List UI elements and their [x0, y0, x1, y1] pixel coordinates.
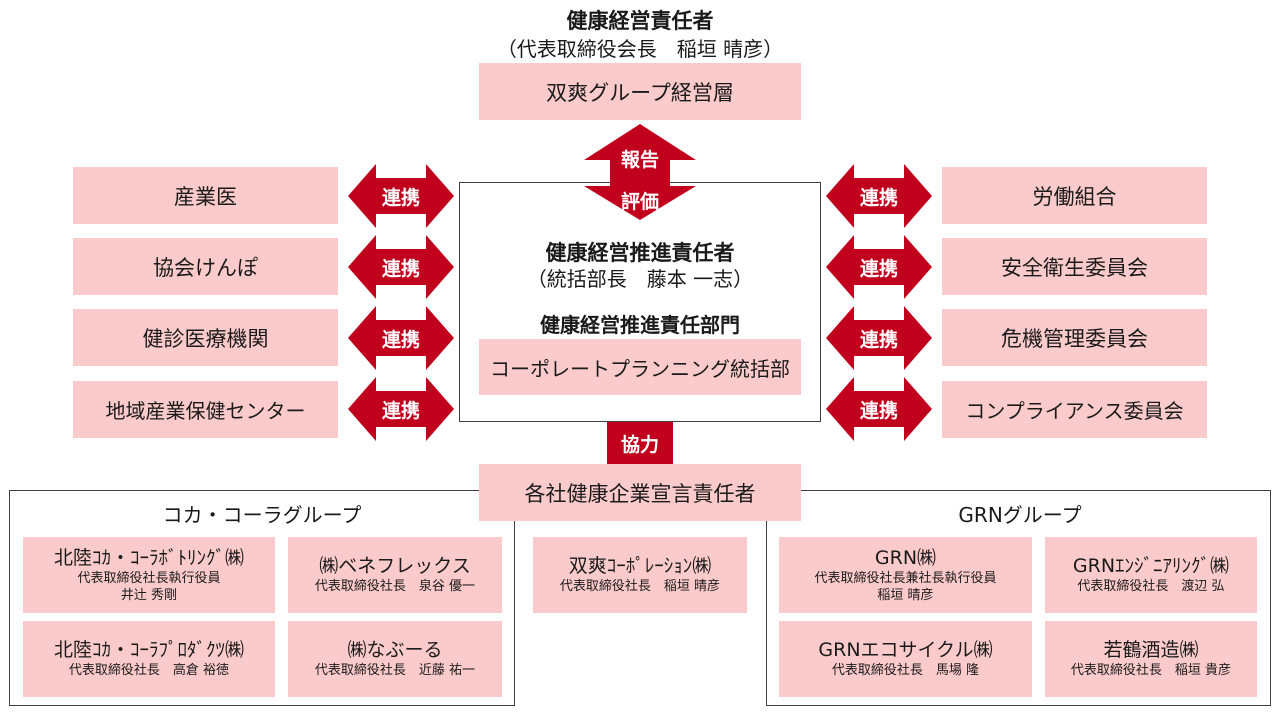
report-label: 報告: [620, 148, 659, 171]
company-card-beneflex: ㈱ベネフレックス 代表取締役社長 泉谷 優一: [288, 537, 502, 613]
company-name: 北陸ｺｶ・ｺｰﾗﾌﾟﾛﾀﾞｸﾂ㈱: [53, 639, 244, 661]
link-arrow-left-3: [348, 306, 454, 370]
link-label-right-2: 連携: [859, 257, 898, 280]
partner-right-1: 労働組合: [942, 167, 1207, 224]
top-title: 健康経営責任者: [566, 9, 714, 33]
link-label-left-4: 連携: [381, 399, 420, 422]
company-person: 稲垣 晴彦: [877, 587, 934, 603]
partner-right-3: 危機管理委員会: [942, 309, 1207, 366]
company-role: 代表取締役社長 馬場 隆: [831, 663, 980, 678]
company-card-hokuriku-products: 北陸ｺｶ・ｺｰﾗﾌﾟﾛﾀﾞｸﾂ㈱ 代表取締役社長 高倉 裕徳: [23, 621, 275, 697]
company-name: 北陸ｺｶ・ｺｰﾗﾎﾞﾄﾘﾝｸﾞ㈱: [53, 546, 244, 569]
link-arrow-left-2: [348, 235, 454, 299]
link-label-left-1: 連携: [381, 186, 420, 209]
grn-group-title: GRNグループ: [958, 502, 1082, 527]
company-card-grn: GRN㈱ 代表取締役社長兼社長執行役員 稲垣 晴彦: [779, 537, 1032, 613]
link-label-left-3: 連携: [381, 328, 420, 351]
company-role: 代表取締役社長 渡辺 弘: [1077, 579, 1225, 594]
partner-left-1: 産業医: [73, 167, 338, 224]
company-name: GRN㈱: [874, 546, 937, 569]
link-arrow-right-2: [826, 235, 932, 299]
center-subtitle: （統括部長 藤本 一志）: [526, 266, 754, 291]
link-label-right-1: 連携: [859, 186, 898, 209]
link-label-right-4: 連携: [859, 399, 898, 422]
link-label-right-3: 連携: [859, 328, 898, 351]
top-subtitle: （代表取締役会長 稲垣 晴彦）: [496, 36, 784, 61]
company-card-hokuriku-bottling: 北陸ｺｶ・ｺｰﾗﾎﾞﾄﾘﾝｸﾞ㈱ 代表取締役社長執行役員 井辻 秀剛: [23, 537, 275, 613]
group-management-box: 双爽グループ経営層: [479, 63, 801, 120]
company-name: 双爽ｺｰﾎﾟﾚｰｼｮﾝ㈱: [568, 555, 712, 577]
link-arrow-left-1: [348, 164, 454, 228]
center-title: 健康経営推進責任者: [545, 241, 735, 265]
company-role: 代表取締役社長 稲垣 貴彦: [1070, 663, 1232, 678]
cooperation-label: 協力: [620, 433, 659, 456]
company-name: GRNｴﾝｼﾞﾆｱﾘﾝｸﾞ㈱: [1072, 555, 1230, 577]
company-card-souso-corporation: 双爽ｺｰﾎﾟﾚｰｼｮﾝ㈱ 代表取締役社長 稲垣 晴彦: [533, 537, 747, 613]
partner-left-4: 地域産業保健センター: [73, 381, 338, 438]
coca-group-title: コカ・コーラグループ: [162, 502, 362, 527]
partner-left-2: 協会けんぽ: [73, 238, 338, 295]
partner-left-3: 健診医療機関: [73, 309, 338, 366]
company-role: 代表取締役社長 近藤 祐一: [314, 663, 476, 678]
company-person: 井辻 秀剛: [120, 587, 178, 603]
link-arrow-right-1: [826, 164, 932, 228]
partner-right-4: コンプライアンス委員会: [942, 381, 1207, 438]
evaluate-label: 評価: [620, 190, 659, 213]
report-evaluate-arrow: [584, 124, 696, 220]
company-name: ㈱ベネフレックス: [319, 555, 471, 577]
link-arrow-left-4: [348, 377, 454, 441]
company-name: 若鶴酒造㈱: [1103, 639, 1199, 661]
declaration-box: 各社健康企業宣言責任者: [479, 464, 801, 521]
partner-right-2: 安全衛生委員会: [942, 238, 1207, 295]
company-role: 代表取締役社長兼社長執行役員: [814, 570, 997, 586]
company-role: 代表取締役社長 泉谷 優一: [314, 579, 476, 594]
company-role: 代表取締役社長執行役員: [77, 570, 221, 586]
company-role: 代表取締役社長 高倉 裕徳: [68, 663, 230, 678]
company-role: 代表取締役社長 稲垣 晴彦: [559, 579, 721, 594]
link-arrow-right-3: [826, 306, 932, 370]
dept-title: 健康経営推進責任部門: [540, 312, 740, 337]
cooperation-badge: 協力: [607, 422, 673, 464]
company-card-nabuuru: ㈱なぶーる 代表取締役社長 近藤 祐一: [288, 621, 502, 697]
company-card-wakatsuru-shuzo: 若鶴酒造㈱ 代表取締役社長 稲垣 貴彦: [1045, 621, 1257, 697]
dept-box: コーポレートプランニング統括部: [479, 339, 801, 395]
company-card-grn-ecocycle: GRNエコサイクル㈱ 代表取締役社長 馬場 隆: [779, 621, 1032, 697]
company-name: ㈱なぶーる: [347, 639, 443, 661]
link-arrow-right-4: [826, 377, 932, 441]
company-card-grn-engineering: GRNｴﾝｼﾞﾆｱﾘﾝｸﾞ㈱ 代表取締役社長 渡辺 弘: [1045, 537, 1257, 613]
company-name: GRNエコサイクル㈱: [818, 639, 993, 661]
link-label-left-2: 連携: [381, 257, 420, 280]
